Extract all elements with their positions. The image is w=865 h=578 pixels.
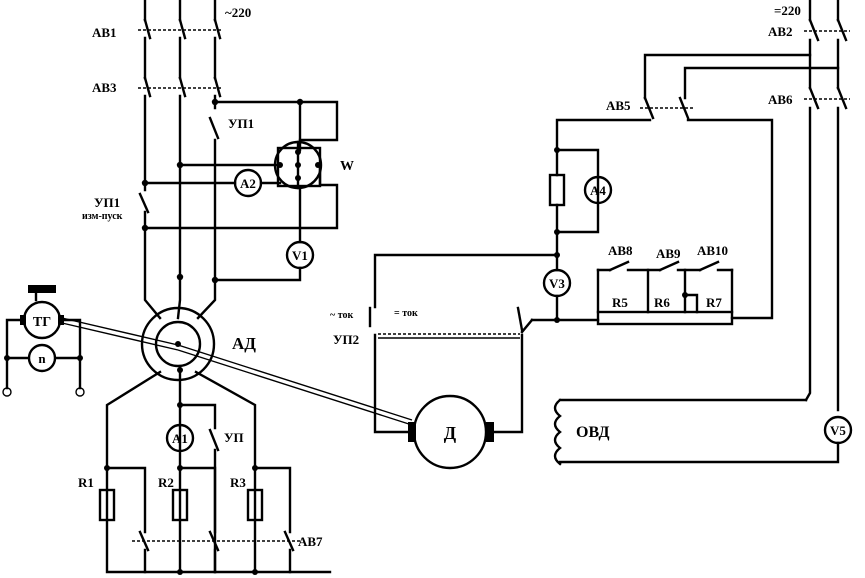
ammeter-a2: A2 [233, 168, 263, 198]
label-ab6: АВ6 [768, 92, 793, 107]
label-ab2: АВ2 [768, 24, 793, 39]
labels: АВ1 ~220 АВ3 УП1 W УП1 изм-пуск АД УП R1… [78, 3, 801, 549]
label-w: W [340, 159, 354, 174]
contact-up [208, 428, 220, 452]
label-r6: R6 [654, 295, 670, 310]
ammeter-a4: A4 [548, 173, 613, 207]
ammeter-a1: A1 [165, 423, 195, 453]
armature-wiring [554, 118, 774, 323]
switch-ab3 [138, 76, 222, 98]
svg-text:ТГ: ТГ [33, 315, 51, 330]
label-r5: R5 [612, 295, 628, 310]
resistor-network [98, 465, 292, 575]
label-up1-top: УП1 [228, 116, 254, 131]
label-ab10: АВ10 [697, 243, 728, 258]
label-ab1: АВ1 [92, 25, 117, 40]
switch-up2 [368, 306, 534, 339]
label-ab5: АВ5 [606, 98, 631, 113]
wattmeter [273, 140, 323, 190]
switch-ab5 [640, 96, 695, 120]
voltmeter-v1: V1 [285, 240, 315, 270]
voltmeter-v3: V3 [542, 268, 572, 298]
field-winding [553, 398, 840, 466]
label-dc220: =220 [774, 3, 801, 18]
label-ac-current: ~ ток [330, 310, 353, 321]
dc-motor: Д [408, 394, 494, 470]
svg-text:n: n [38, 351, 46, 366]
label-r2: R2 [158, 475, 174, 490]
switch-ab1 [138, 18, 222, 40]
induction-motor [140, 306, 216, 382]
label-r1: R1 [78, 475, 94, 490]
contact-up1-side [138, 192, 150, 214]
speed-meter-n: n [27, 343, 57, 373]
label-r3: R3 [230, 475, 246, 490]
junctions-left [141, 98, 304, 284]
label-r7: R7 [706, 295, 722, 310]
svg-text:Д: Д [444, 423, 457, 443]
three-phase-lines [143, 0, 217, 320]
contact-up1-top [208, 116, 220, 140]
label-up2: УП2 [333, 332, 359, 347]
svg-text:A2: A2 [240, 176, 256, 191]
label-ab7: АВ7 [298, 534, 323, 549]
label-ovd: ОВД [576, 424, 610, 441]
label-ab9: АВ9 [656, 246, 681, 261]
switch-ab7 [132, 530, 300, 552]
dc-motor-wiring [373, 253, 600, 434]
starting-resistor-block [596, 260, 734, 326]
label-up: УП [224, 430, 244, 445]
mechanical-shafts [61, 317, 413, 426]
switch-ab2 [804, 18, 850, 42]
tachogenerator: ТГ [20, 285, 64, 340]
label-ac220: ~220 [225, 5, 251, 20]
label-ab3: АВ3 [92, 80, 117, 95]
svg-text:A1: A1 [172, 431, 188, 446]
dc-supply-lines [643, 0, 840, 412]
voltmeter-v5: V5 [823, 415, 853, 445]
label-up1-side: УП1 [94, 195, 120, 210]
switch-ab6 [804, 86, 850, 110]
label-ad: АД [232, 334, 256, 353]
svg-text:V5: V5 [830, 423, 846, 438]
svg-text:A4: A4 [590, 183, 606, 198]
label-up1-sub: изм-пуск [82, 211, 123, 222]
label-dc-current: = ток [394, 308, 418, 319]
svg-text:V3: V3 [549, 276, 565, 291]
label-ab8: АВ8 [608, 243, 633, 258]
svg-text:V1: V1 [292, 248, 308, 263]
